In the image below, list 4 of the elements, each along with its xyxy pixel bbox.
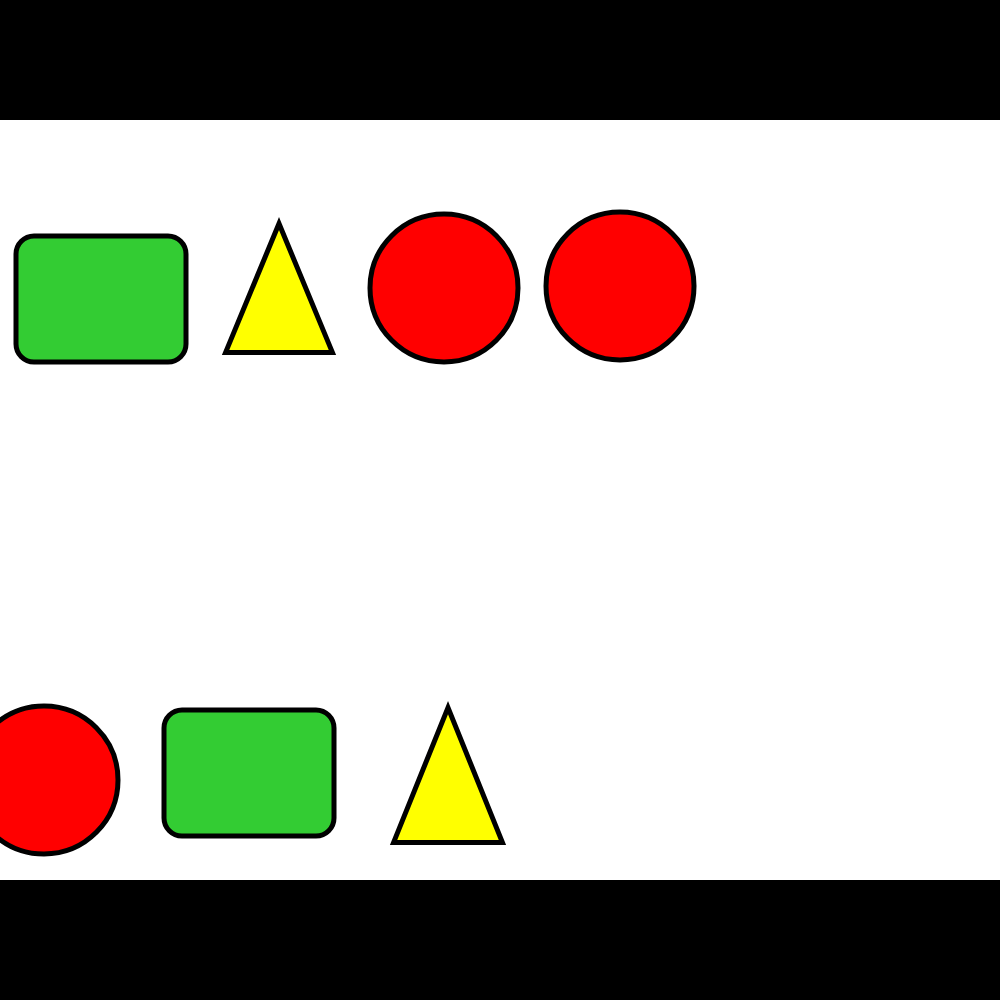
rounded-rectangle [161,707,337,839]
circle [367,211,521,365]
circle [543,209,697,363]
rounded-rectangle [13,233,189,365]
